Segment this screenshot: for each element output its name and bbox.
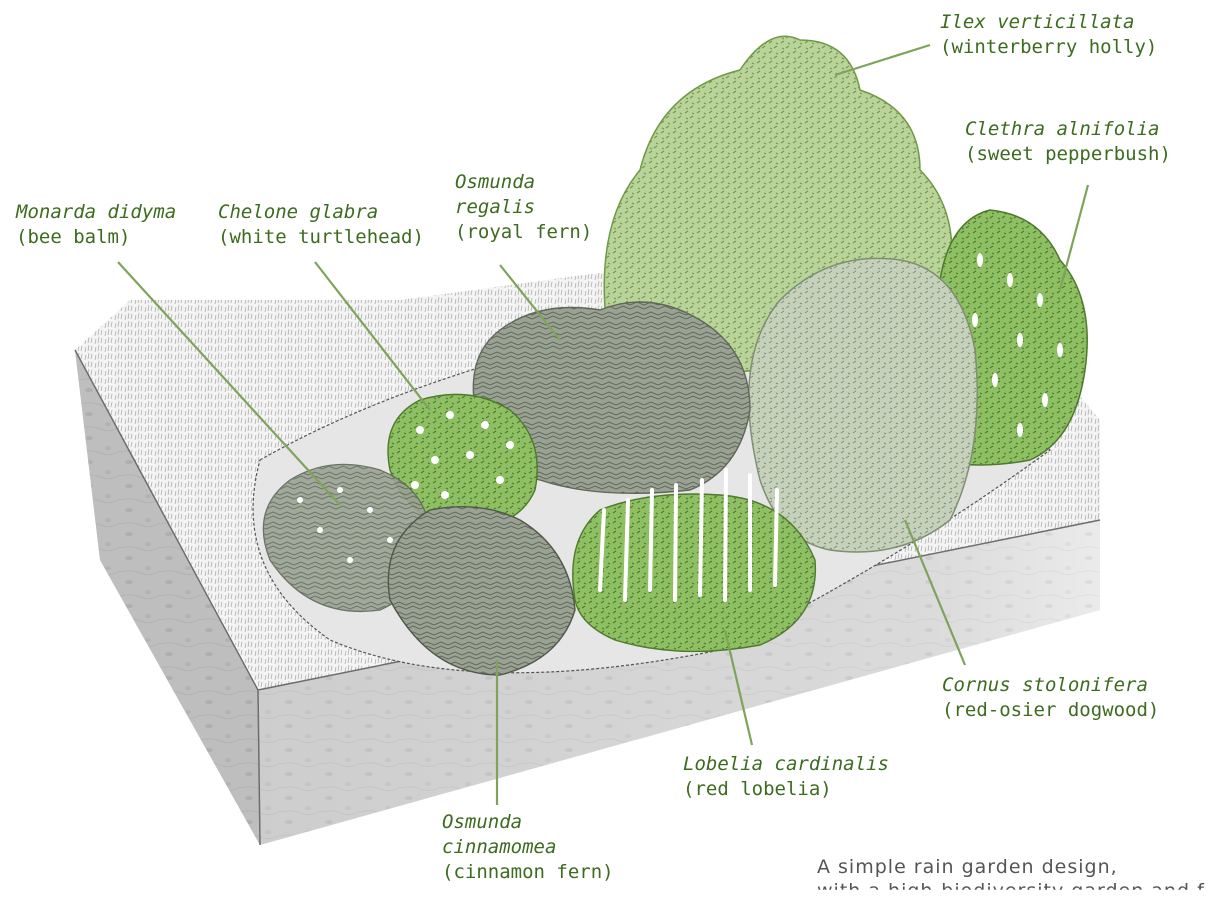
caption-line-2: with a high-biodiversity garden and f <box>817 879 1205 903</box>
chelone-common-name: (white turtlehead) <box>218 225 424 250</box>
monarda-label: Monarda didyma (bee balm) <box>16 200 176 250</box>
chelone-label: Chelone glabra (white turtlehead) <box>218 200 424 250</box>
cornus-shrub <box>749 258 977 552</box>
clethra-scientific-name: Clethra alnifolia <box>965 117 1171 142</box>
ilex-label: Ilex verticillata (winterberry holly) <box>940 10 1157 60</box>
osmunda-regalis-label: Osmunda regalis (royal fern) <box>455 170 592 245</box>
ilex-common-name: (winterberry holly) <box>940 35 1157 60</box>
lobelia-common-name: (red lobelia) <box>683 777 889 802</box>
monarda-common-name: (bee balm) <box>16 225 176 250</box>
chelone-scientific-name: Chelone glabra <box>218 200 424 225</box>
caption-line-1: A simple rain garden design, <box>817 855 1205 879</box>
osmunda-regalis-species: regalis <box>455 195 592 220</box>
osmunda-cinnamomea-genus: Osmunda <box>442 810 614 835</box>
osmunda-regalis-genus: Osmunda <box>455 170 592 195</box>
clethra-common-name: (sweet pepperbush) <box>965 142 1171 167</box>
caption: A simple rain garden design, with a high… <box>817 855 1205 903</box>
lobelia-label: Lobelia cardinalis (red lobelia) <box>683 752 889 802</box>
ilex-leader <box>835 45 930 75</box>
monarda-scientific-name: Monarda didyma <box>16 200 176 225</box>
clethra-label: Clethra alnifolia (sweet pepperbush) <box>965 117 1171 167</box>
lobelia-scientific-name: Lobelia cardinalis <box>683 752 889 777</box>
osmunda-regalis-common-name: (royal fern) <box>455 220 592 245</box>
clethra-leader <box>1060 185 1088 290</box>
osmunda-cinnamomea-label: Osmunda cinnamomea (cinnamon fern) <box>442 810 614 885</box>
cornus-scientific-name: Cornus stolonifera <box>942 673 1159 698</box>
cornus-label: Cornus stolonifera (red-osier dogwood) <box>942 673 1159 723</box>
lobelia-clump <box>573 494 816 651</box>
osmunda-cinnamomea-species: cinnamomea <box>442 835 614 860</box>
ilex-scientific-name: Ilex verticillata <box>940 10 1157 35</box>
osmunda-cinnamomea-common-name: (cinnamon fern) <box>442 860 614 885</box>
cornus-common-name: (red-osier dogwood) <box>942 698 1159 723</box>
